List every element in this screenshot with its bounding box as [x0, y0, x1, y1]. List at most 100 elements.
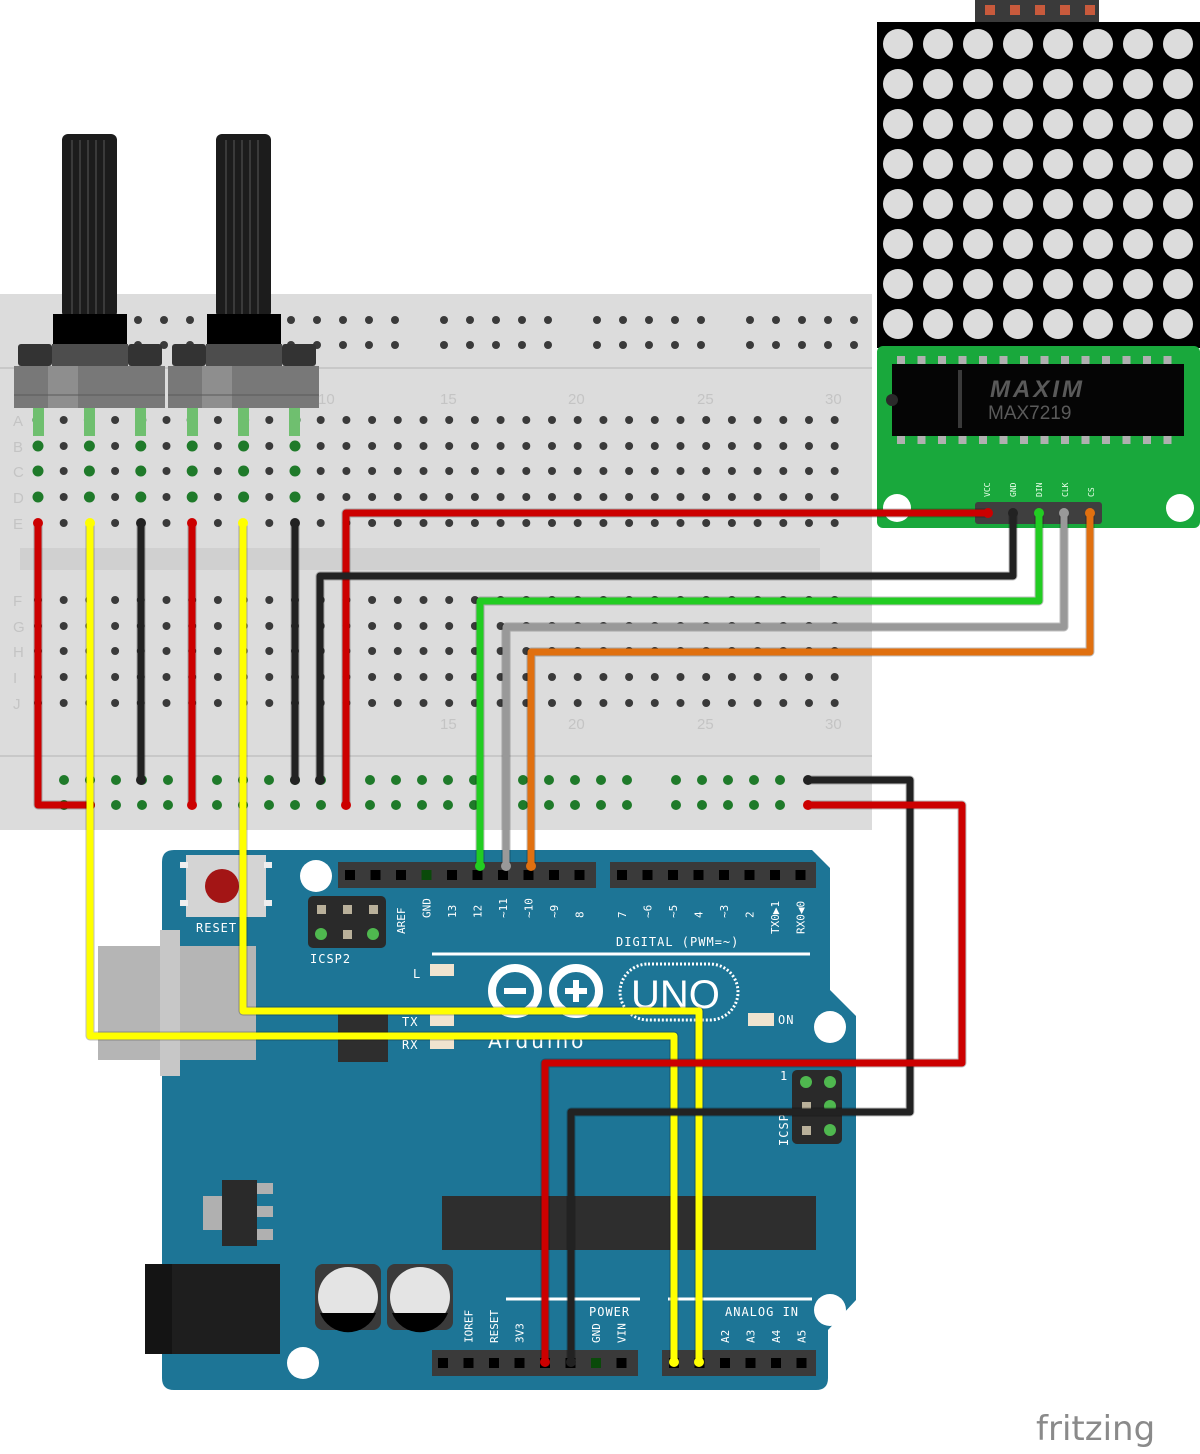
breadboard-hole[interactable] — [496, 416, 505, 424]
breadboard-hole[interactable] — [746, 316, 754, 324]
breadboard-hole[interactable] — [445, 596, 454, 604]
digital-pin[interactable] — [770, 870, 780, 880]
breadboard-hole[interactable] — [727, 699, 736, 707]
breadboard-hole[interactable] — [676, 442, 685, 450]
breadboard-hole[interactable] — [419, 699, 428, 707]
breadboard-hole[interactable] — [342, 442, 351, 450]
breadboard-hole[interactable] — [289, 440, 301, 452]
breadboard-hole[interactable] — [111, 800, 121, 810]
breadboard-hole[interactable] — [645, 316, 653, 324]
breadboard-hole[interactable] — [162, 416, 171, 424]
breadboard-hole[interactable] — [186, 465, 198, 477]
breadboard-hole[interactable] — [289, 491, 301, 503]
breadboard-hole[interactable] — [265, 699, 274, 707]
breadboard-hole[interactable] — [830, 493, 839, 501]
breadboard-hole[interactable] — [466, 316, 474, 324]
digital-pin[interactable] — [549, 870, 559, 880]
breadboard-hole[interactable] — [443, 775, 453, 785]
breadboard-hole[interactable] — [391, 316, 399, 324]
breadboard-hole[interactable] — [162, 673, 171, 681]
breadboard-hole[interactable] — [316, 416, 325, 424]
digital-pin[interactable] — [370, 870, 381, 880]
breadboard-hole[interactable] — [775, 800, 785, 810]
wire-green-din[interactable] — [476, 509, 1043, 870]
breadboard-hole[interactable] — [544, 316, 552, 324]
breadboard-hole[interactable] — [496, 467, 505, 475]
breadboard-hole[interactable] — [599, 416, 608, 424]
breadboard-hole[interactable] — [32, 440, 44, 452]
breadboard-hole[interactable] — [753, 699, 762, 707]
breadboard-hole[interactable] — [676, 699, 685, 707]
breadboard-hole[interactable] — [443, 800, 453, 810]
breadboard-hole[interactable] — [548, 673, 556, 681]
breadboard-hole[interactable] — [213, 416, 222, 424]
breadboard-hole[interactable] — [417, 800, 427, 810]
breadboard-hole[interactable] — [419, 467, 428, 475]
header-pin[interactable] — [616, 1358, 627, 1368]
breadboard-hole[interactable] — [697, 800, 707, 810]
breadboard-hole[interactable] — [186, 491, 198, 503]
header-pin[interactable] — [796, 1358, 807, 1368]
digital-pin[interactable] — [668, 870, 678, 880]
breadboard-hole[interactable] — [697, 775, 707, 785]
breadboard-hole[interactable] — [805, 519, 813, 527]
breadboard-hole[interactable] — [419, 596, 428, 604]
breadboard-hole[interactable] — [702, 416, 711, 424]
breadboard-hole[interactable] — [570, 800, 580, 810]
breadboard-hole[interactable] — [213, 467, 222, 475]
breadboard-hole[interactable] — [111, 493, 120, 501]
breadboard-hole[interactable] — [830, 673, 839, 681]
breadboard-hole[interactable] — [445, 647, 454, 655]
breadboard-hole[interactable] — [625, 699, 634, 707]
digital-pin[interactable] — [795, 870, 806, 880]
breadboard-hole[interactable] — [393, 416, 402, 424]
breadboard-hole[interactable] — [753, 467, 762, 475]
breadboard-hole[interactable] — [573, 493, 582, 501]
breadboard-hole[interactable] — [492, 316, 500, 324]
breadboard-hole[interactable] — [671, 775, 681, 785]
breadboard-hole[interactable] — [522, 493, 531, 501]
breadboard-hole[interactable] — [265, 467, 274, 475]
breadboard-hole[interactable] — [625, 493, 634, 501]
breadboard-hole[interactable] — [445, 442, 454, 450]
breadboard-hole[interactable] — [650, 442, 659, 450]
breadboard-hole[interactable] — [470, 442, 479, 450]
breadboard-hole[interactable] — [419, 622, 428, 630]
breadboard-hole[interactable] — [111, 416, 120, 424]
header-pin[interactable] — [489, 1358, 499, 1368]
breadboard-hole[interactable] — [650, 493, 659, 501]
breadboard-hole[interactable] — [573, 416, 582, 424]
breadboard-hole[interactable] — [727, 467, 736, 475]
breadboard-hole[interactable] — [772, 341, 780, 349]
breadboard-hole[interactable] — [59, 493, 68, 501]
breadboard-hole[interactable] — [772, 316, 780, 324]
breadboard-hole[interactable] — [697, 316, 705, 324]
breadboard-hole[interactable] — [599, 673, 608, 681]
breadboard-hole[interactable] — [368, 442, 377, 450]
breadboard-hole[interactable] — [671, 316, 679, 324]
breadboard-hole[interactable] — [573, 699, 582, 707]
breadboard-hole[interactable] — [393, 596, 402, 604]
breadboard-hole[interactable] — [753, 493, 762, 501]
breadboard-hole[interactable] — [753, 673, 762, 681]
breadboard-hole[interactable] — [622, 800, 632, 810]
breadboard-hole[interactable] — [186, 440, 198, 452]
breadboard-hole[interactable] — [779, 699, 788, 707]
breadboard-hole[interactable] — [544, 800, 554, 810]
breadboard-hole[interactable] — [445, 467, 454, 475]
breadboard-hole[interactable] — [59, 596, 68, 604]
breadboard-hole[interactable] — [393, 647, 402, 655]
breadboard-hole[interactable] — [393, 519, 402, 527]
breadboard-hole[interactable] — [625, 673, 634, 681]
breadboard-hole[interactable] — [135, 440, 147, 452]
breadboard-hole[interactable] — [313, 316, 321, 324]
breadboard-hole[interactable] — [83, 491, 95, 503]
breadboard-hole[interactable] — [779, 493, 788, 501]
breadboard-hole[interactable] — [830, 442, 839, 450]
breadboard-hole[interactable] — [135, 465, 147, 477]
breadboard-hole[interactable] — [440, 316, 448, 324]
breadboard-hole[interactable] — [32, 491, 44, 503]
breadboard-hole[interactable] — [445, 673, 454, 681]
breadboard-hole[interactable] — [162, 699, 171, 707]
breadboard-hole[interactable] — [824, 316, 832, 324]
